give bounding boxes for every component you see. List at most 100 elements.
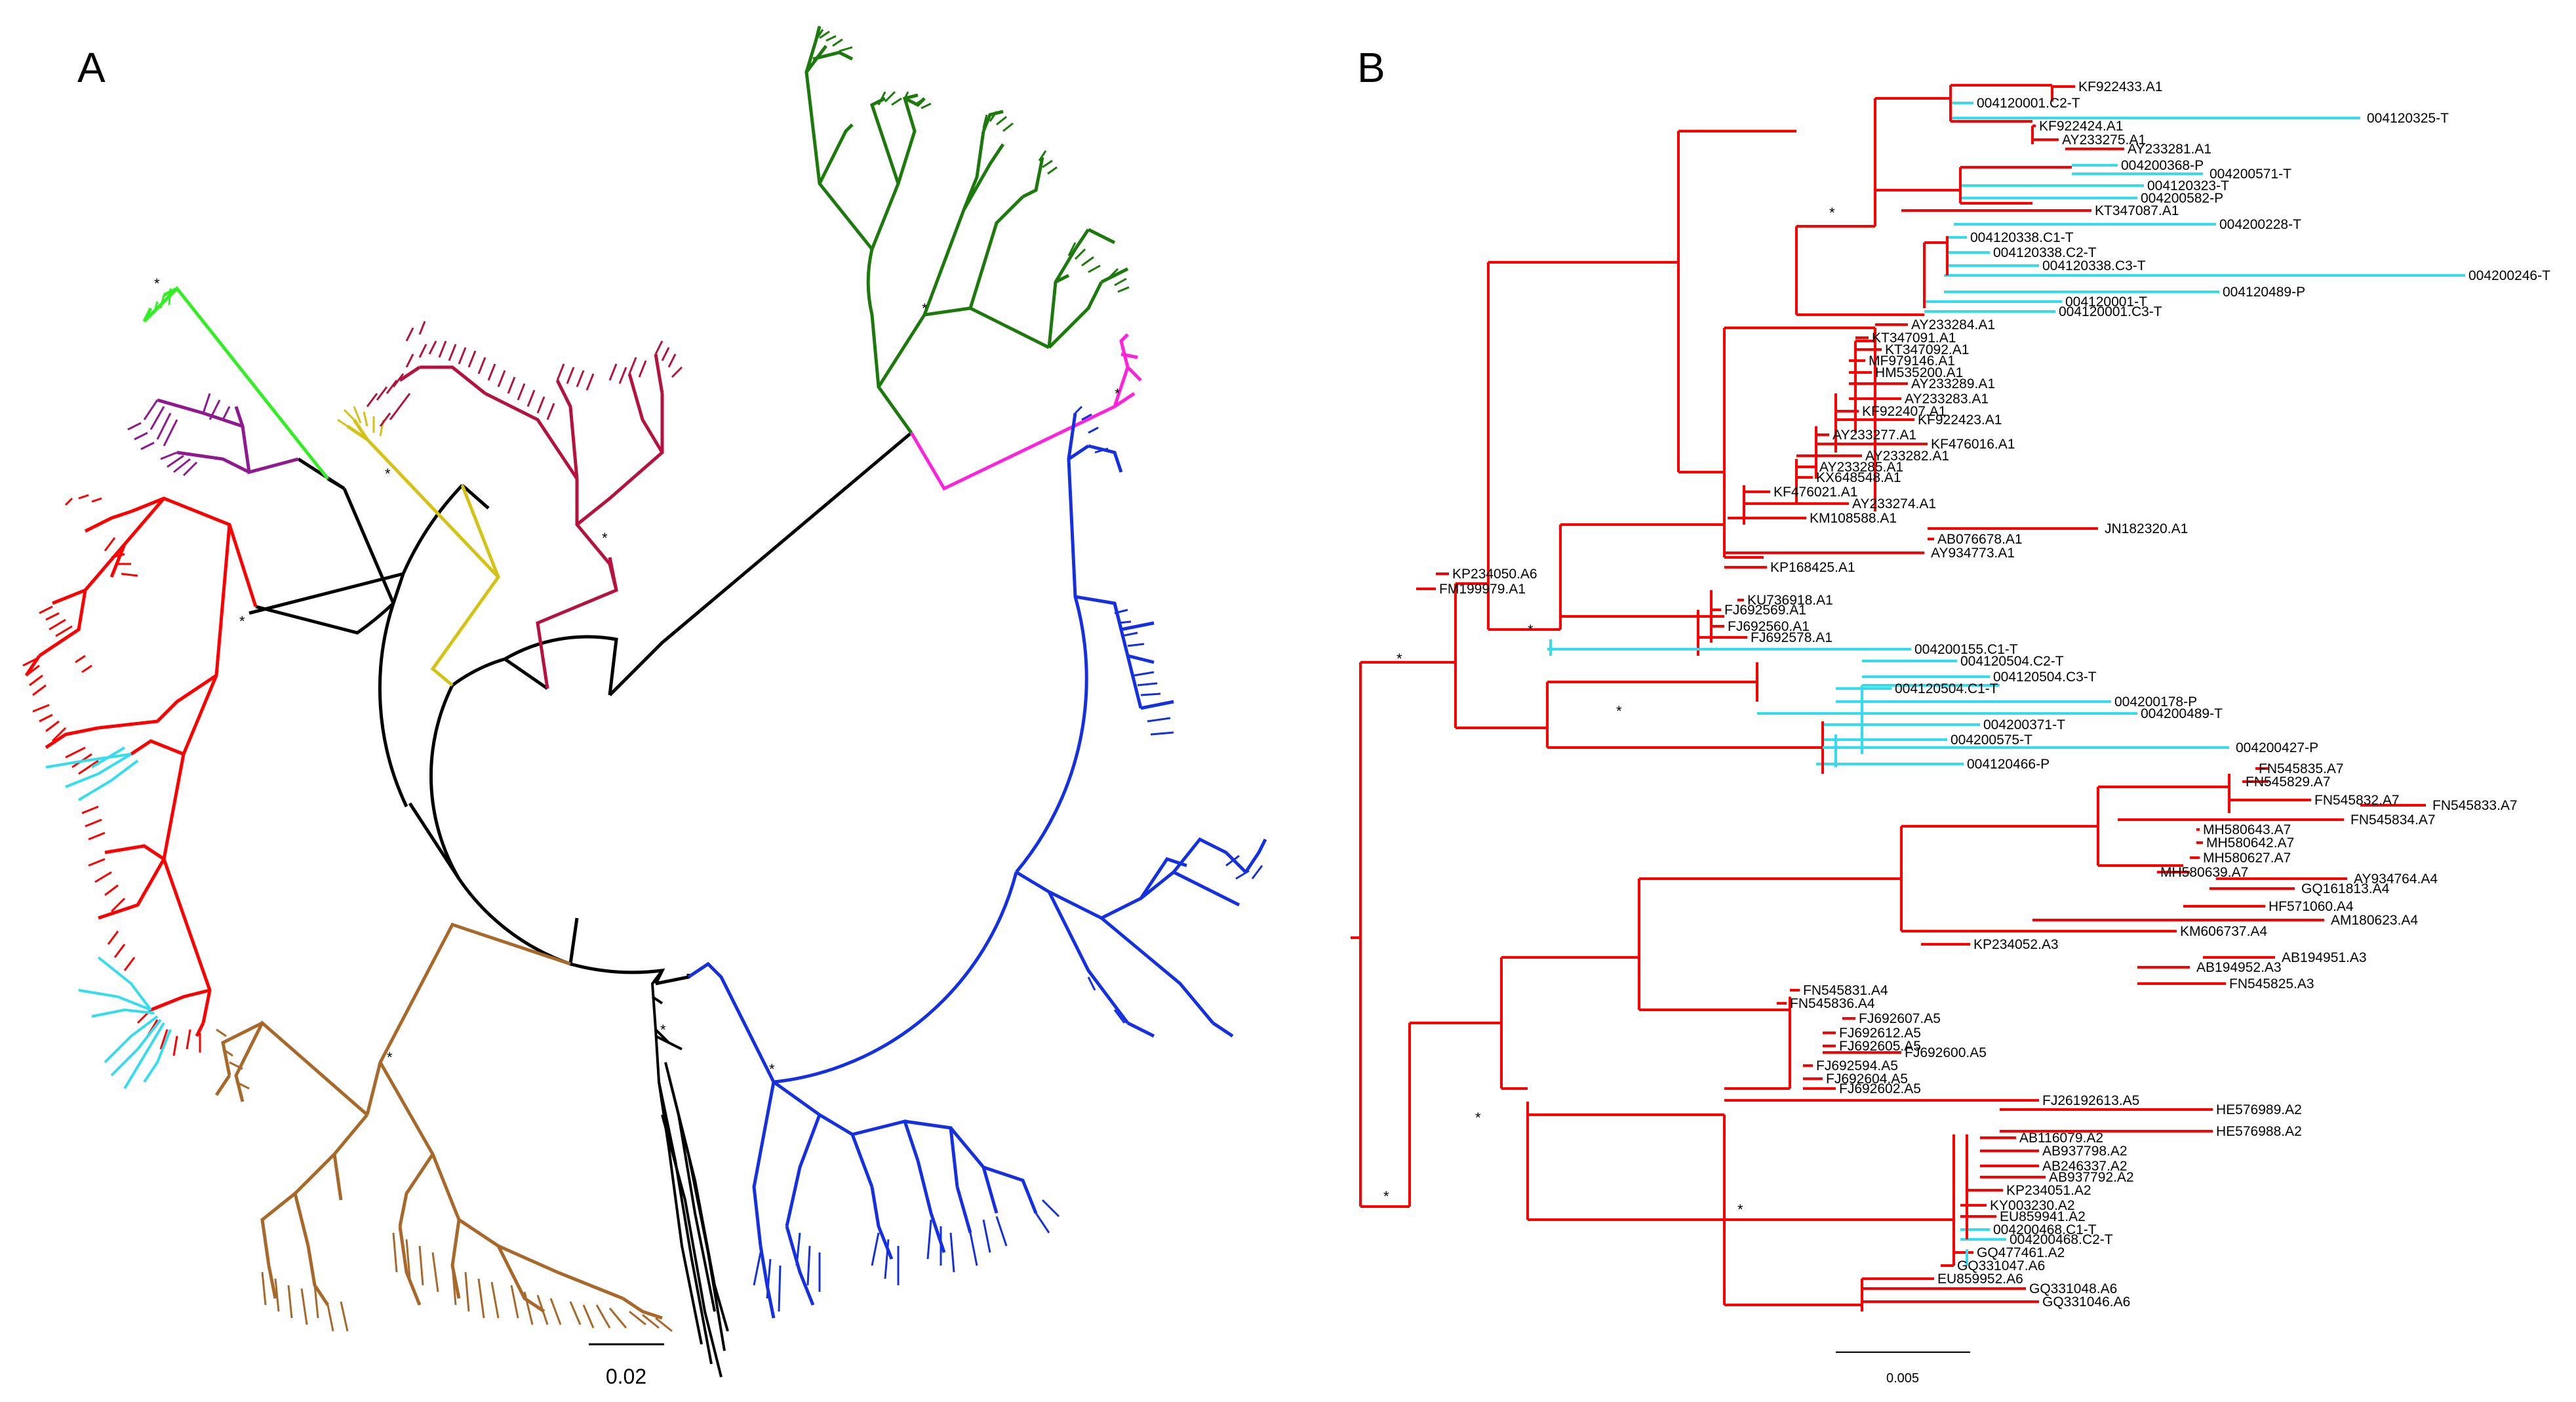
leaf-label: FN545832.A7 xyxy=(2314,793,2400,808)
leaf-label: 004120338.C3-T xyxy=(2042,258,2146,273)
leaf-label: GQ331046.A6 xyxy=(2042,1294,2130,1310)
leaf-label: KF922423.A1 xyxy=(1918,412,2002,428)
scale-bar-label: 0.005 xyxy=(1886,1371,1919,1386)
support-mark: * xyxy=(1475,1110,1481,1126)
leaf-label: FJ692607.A5 xyxy=(1859,1011,1941,1026)
leaf-label: 004120325-T xyxy=(2367,111,2449,126)
leaf-label: 004120001.C3-T xyxy=(2059,304,2162,319)
leaf-label: 004200575-T xyxy=(1951,732,2032,748)
support-mark: * xyxy=(1737,1201,1743,1218)
leaf-label: KF922407.A1 xyxy=(1862,404,1946,419)
panel-a-blue-clade xyxy=(687,412,1267,1319)
leaf-label: EU859941.A2 xyxy=(2000,1209,2086,1224)
leaf-label: AY934764.A4 xyxy=(2354,871,2438,887)
leaf-label: AY233281.A1 xyxy=(2128,142,2211,157)
leaf-label: 004200468.C1-T xyxy=(1993,1222,2097,1237)
leaf-label: KP168425.A1 xyxy=(1770,560,1855,575)
panel-b-rectangular-tree: B KF922433.A1 004120001.C2-T 004120325-T KF… xyxy=(1351,44,2550,1386)
leaf-label: FJ692600.A5 xyxy=(1905,1045,1987,1060)
leaf-label: 004200571-T xyxy=(2209,167,2291,182)
leaf-label: HF571060.A4 xyxy=(2269,899,2354,914)
leaf-label: AB194951.A3 xyxy=(2282,950,2367,965)
leaf-label: AY233289.A1 xyxy=(1911,376,1995,391)
leaf-label: KX648548.A1 xyxy=(1816,470,1901,485)
support-mark: * xyxy=(387,1049,393,1066)
leaf-label: FN545829.A7 xyxy=(2246,774,2331,790)
leaf-label: KT347087.A1 xyxy=(2095,203,2179,218)
leaf-label: FJ26192613.A5 xyxy=(2042,1093,2139,1108)
leaf-label: AB937798.A2 xyxy=(2042,1144,2128,1159)
leaf-label: MH580643.A7 xyxy=(2203,822,2291,837)
leaf-label: 004120466-P xyxy=(1967,757,2050,772)
support-mark: * xyxy=(922,300,928,317)
leaf-label: KF476021.A1 xyxy=(1773,485,1857,500)
support-mark: * xyxy=(1115,386,1120,402)
leaf-label: KF922424.A1 xyxy=(2039,119,2123,134)
leaf-label: HM535200.A1 xyxy=(1875,365,1963,380)
leaf-label: KF922433.A1 xyxy=(2078,79,2162,94)
panel-a-circular-tree: A xyxy=(22,26,1267,1388)
leaf-label: GQ477461.A2 xyxy=(1977,1245,2065,1260)
leaf-label: EU859952.A6 xyxy=(1937,1272,2023,1287)
leaf-label: FJ692594.A5 xyxy=(1816,1058,1898,1073)
leaf-label: AY233284.A1 xyxy=(1911,317,1995,332)
panel-a-green-tips xyxy=(815,29,1130,293)
support-mark: * xyxy=(385,466,391,482)
leaf-label: FN545831.A4 xyxy=(1803,983,1888,998)
leaf-label: FJ692604.A5 xyxy=(1826,1072,1908,1087)
leaf-label: HE576989.A2 xyxy=(2216,1102,2302,1117)
leaf-label: FN545835.A7 xyxy=(2259,761,2344,776)
leaf-label: MH580627.A7 xyxy=(2203,851,2291,866)
leaf-label: 004120338.C2-T xyxy=(1993,245,2097,260)
leaf-label: 004200178-P xyxy=(2114,694,2197,710)
panel-a-red-clade xyxy=(24,496,258,1037)
leaf-label: AB246337.A2 xyxy=(2042,1159,2128,1174)
leaf-label: FN545836.A4 xyxy=(1790,996,1875,1011)
leaf-label: 004200368-P xyxy=(2121,158,2204,173)
panel-a-brown-clade xyxy=(214,922,663,1320)
leaf-label: FJ692578.A1 xyxy=(1751,630,1833,645)
leaf-label: 004120001.C2-T xyxy=(1977,96,2080,111)
panel-a-letter: A xyxy=(77,44,106,91)
leaf-label: AY233277.A1 xyxy=(1833,428,1916,443)
leaf-label: AY233285.A1 xyxy=(1819,460,1903,475)
leaf-label: AB937792.A2 xyxy=(2049,1170,2134,1185)
panel-b-letter: B xyxy=(1357,44,1385,91)
leaf-label: KU736918.A1 xyxy=(1747,593,1833,608)
leaf-label: JN182320.A1 xyxy=(2105,521,2188,536)
support-mark: * xyxy=(769,1061,775,1077)
panel-a-green-clade xyxy=(804,26,1129,434)
leaf-label: MF979146.A1 xyxy=(1869,353,1955,369)
leaf-label: 004120504.C3-T xyxy=(1993,670,2097,685)
panel-a-purple-clade xyxy=(157,398,299,475)
leaf-label: AB194952.A3 xyxy=(2196,960,2282,975)
panel-a-red-tips xyxy=(22,494,201,1056)
leaf-label: FJ692560.A1 xyxy=(1728,619,1810,634)
leaf-label: AB076678.A1 xyxy=(1937,532,2023,547)
leaf-label: GQ161813.A4 xyxy=(2301,881,2390,896)
panel-b-scale-bar: 0.005 xyxy=(1836,1352,1970,1386)
panel-b-support-marks: ******* xyxy=(1383,205,1835,1218)
leaf-label: AY934773.A1 xyxy=(1931,546,2015,561)
panel-a-magenta-clade xyxy=(909,333,1142,491)
leaf-label: AM180623.A4 xyxy=(2331,913,2418,928)
panel-a-purple-tips xyxy=(127,393,231,477)
leaf-label: KP234050.A6 xyxy=(1452,567,1537,582)
leaf-label: FJ692569.A1 xyxy=(1724,603,1806,618)
leaf-label: 004200246-T xyxy=(2468,268,2550,283)
leaf-label: KM108588.A1 xyxy=(1810,511,1897,526)
leaf-label: AY233275.A1 xyxy=(2062,132,2146,148)
leaf-label: 004120504.C2-T xyxy=(1960,654,2064,669)
support-mark: * xyxy=(1829,205,1835,221)
panel-a-yellow-clade xyxy=(346,418,500,687)
leaf-label: KM606737.A4 xyxy=(2180,924,2267,939)
leaf-label: 004120504.C1-T xyxy=(1895,681,1998,696)
leaf-label: FM199979.A1 xyxy=(1439,582,1526,597)
support-mark: * xyxy=(602,530,608,546)
panel-a-blue-tips xyxy=(753,405,1263,1312)
leaf-label: 004120338.C1-T xyxy=(1970,230,2074,245)
leaf-label: KP234052.A3 xyxy=(1973,937,2059,952)
leaf-label: AY233283.A1 xyxy=(1905,391,1989,407)
panel-a-black-clade xyxy=(650,969,729,1378)
